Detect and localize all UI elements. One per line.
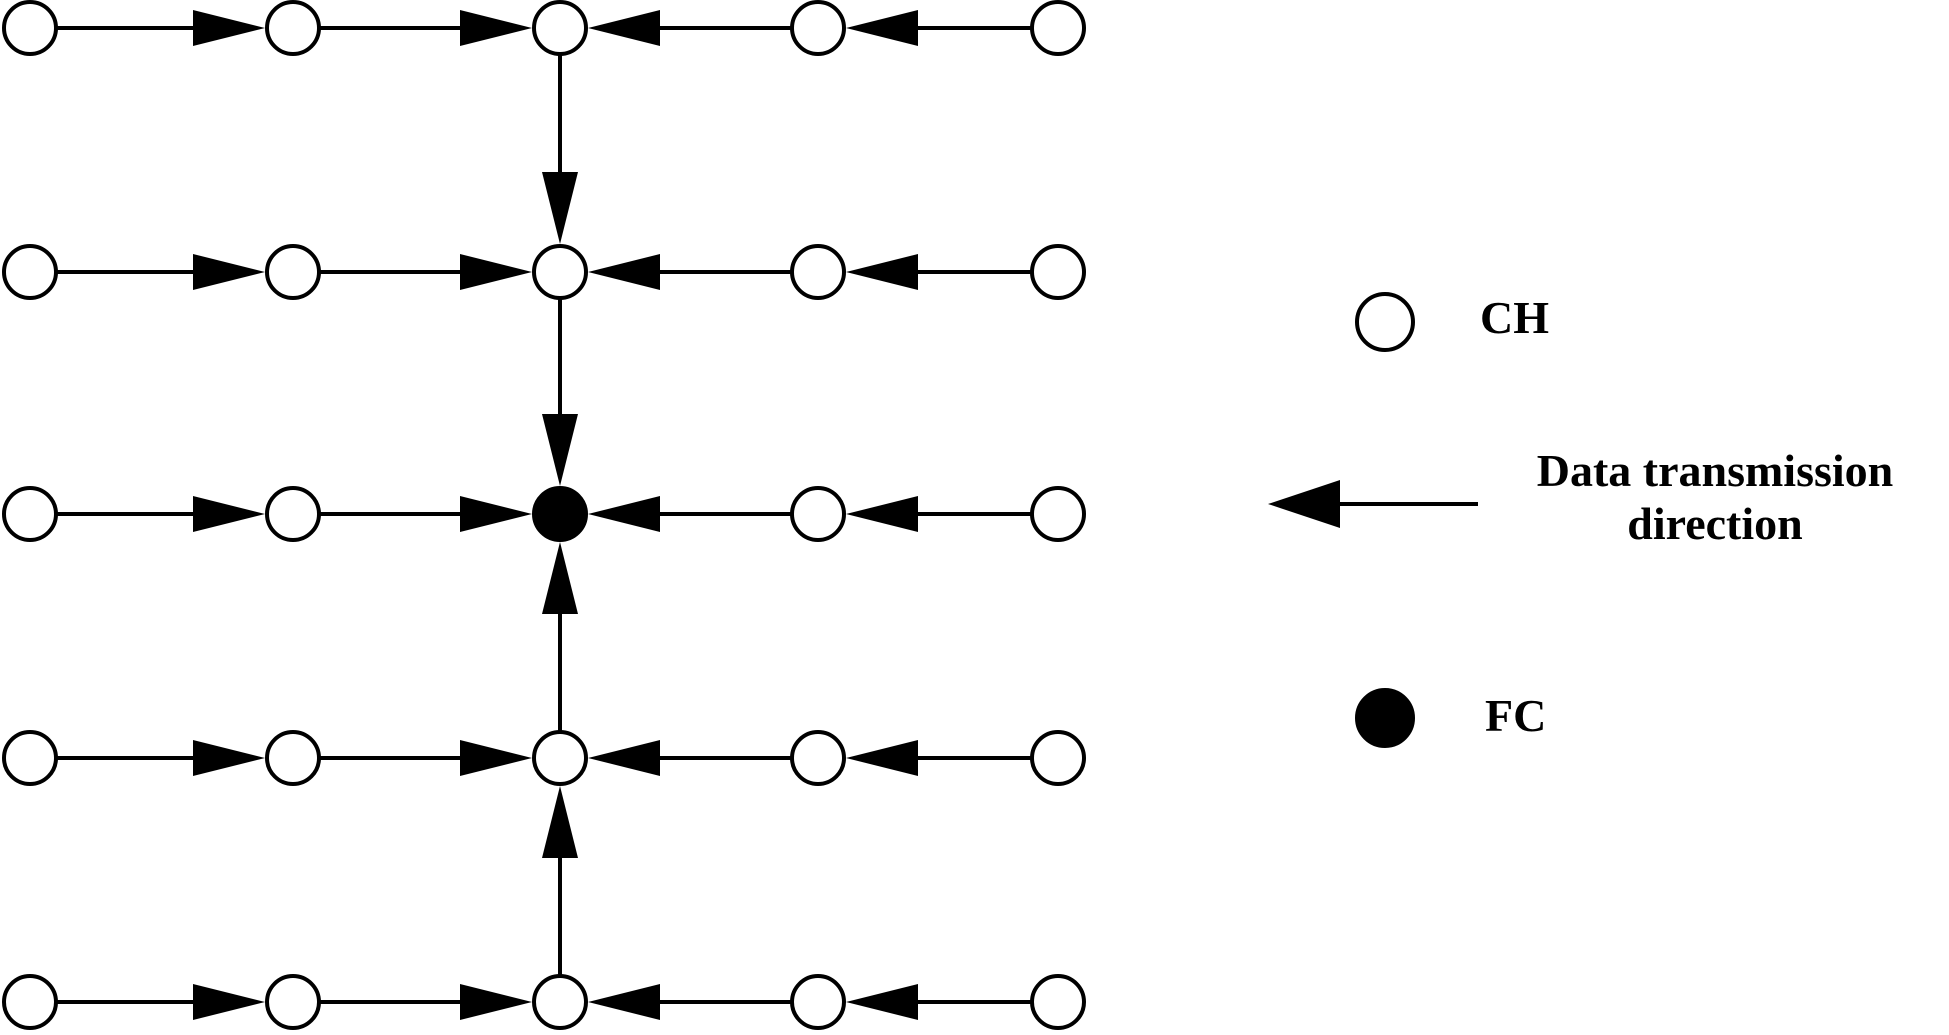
flow-arrow-head-icon-10: [193, 496, 265, 532]
ch-node-r1-c4: [1030, 244, 1086, 300]
ch-node-r3-c3: [790, 730, 846, 786]
ch-node-r2-c4: [1030, 486, 1086, 542]
legend-shapes: [1268, 292, 1478, 748]
flow-arrow-head-icon-21: [846, 984, 918, 1020]
ch-node-r4-c0: [2, 974, 58, 1030]
ch-node-r1-c2: [532, 244, 588, 300]
data-flow-edges: [56, 10, 1032, 1020]
legend-ch-label: CH: [1480, 292, 1549, 343]
flow-arrow-head-icon-7: [846, 254, 918, 290]
ch-node-r0-c4: [1030, 0, 1086, 56]
flow-arrow-head-icon-3: [588, 10, 660, 46]
legend-arrow-head-icon: [1268, 480, 1340, 528]
ch-node-r3-c4: [1030, 730, 1086, 786]
flow-arrow-head-icon-17: [588, 740, 660, 776]
ch-node-r2-c3: [790, 486, 846, 542]
flow-arrow-head-icon-22: [588, 984, 660, 1020]
flow-arrow-head-icon-9: [542, 414, 578, 486]
flow-arrow-head-icon-11: [460, 496, 532, 532]
flow-arrow-head-icon-13: [588, 496, 660, 532]
flow-arrow-head-icon-4: [542, 172, 578, 244]
flow-arrow-head-icon-20: [460, 984, 532, 1020]
ch-node-r2-c1: [265, 486, 321, 542]
network-nodes: [2, 0, 1086, 1030]
legend-arrow-label-line1: Data transmission: [1536, 445, 1894, 496]
flow-arrow-head-icon-14: [193, 740, 265, 776]
flow-arrow-head-icon-23: [542, 786, 578, 858]
legend-arrow-label: Data transmission direction: [1480, 445, 1949, 551]
ch-node-r4-c3: [790, 974, 846, 1030]
legend-arrow-label-line2: direction: [1627, 497, 1803, 549]
flow-arrow-head-icon-8: [588, 254, 660, 290]
ch-node-r1-c0: [2, 244, 58, 300]
ch-node-r4-c2: [532, 974, 588, 1030]
ch-node-r0-c2: [532, 0, 588, 56]
legend-fc-label: FC: [1485, 690, 1547, 741]
ch-node-r3-c0: [2, 730, 58, 786]
ch-node-r0-c1: [265, 0, 321, 56]
fc-node-r2-c2: [532, 486, 588, 542]
flow-arrow-head-icon-6: [460, 254, 532, 290]
ch-node-r0-c3: [790, 0, 846, 56]
legend-fc-icon: [1355, 688, 1415, 748]
flow-arrow-head-icon-5: [193, 254, 265, 290]
ch-node-r1-c3: [790, 244, 846, 300]
ch-node-r4-c1: [265, 974, 321, 1030]
flow-arrow-head-icon-12: [846, 496, 918, 532]
flow-arrow-head-icon-15: [460, 740, 532, 776]
ch-node-r2-c0: [2, 486, 58, 542]
flow-arrow-head-icon-1: [460, 10, 532, 46]
ch-node-r4-c4: [1030, 974, 1086, 1030]
ch-node-r3-c2: [532, 730, 588, 786]
legend-ch-icon: [1355, 292, 1415, 352]
flow-arrow-head-icon-16: [846, 740, 918, 776]
flow-arrow-head-icon-2: [846, 10, 918, 46]
flow-arrow-head-icon-19: [193, 984, 265, 1020]
flow-arrow-head-icon-18: [542, 542, 578, 614]
ch-node-r3-c1: [265, 730, 321, 786]
ch-node-r0-c0: [2, 0, 58, 56]
flow-arrow-head-icon-0: [193, 10, 265, 46]
ch-node-r1-c1: [265, 244, 321, 300]
